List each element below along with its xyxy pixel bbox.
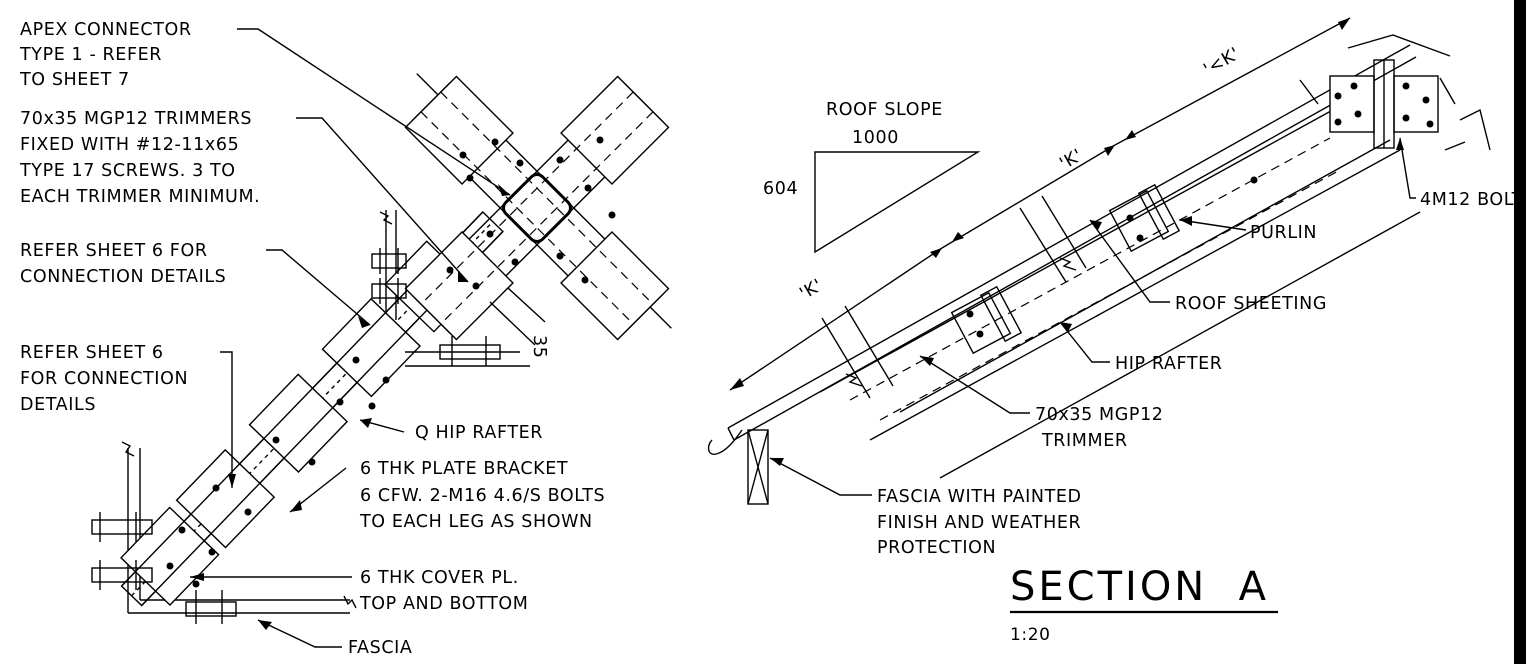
section-title-block: SECTION A 1:20	[1010, 564, 1278, 645]
svg-text:TO EACH LEG AS SHOWN: TO EACH LEG AS SHOWN	[359, 512, 593, 532]
bolts-label: 4M12 BOLTS	[1420, 190, 1526, 210]
fascia-finish-note: FASCIA WITH PAINTED FINISH AND WEATHER P…	[877, 487, 1082, 558]
purlin-label: PURLIN	[1250, 223, 1317, 243]
q-hip-rafter-label: Q HIP RAFTER	[415, 423, 543, 443]
side-bolt-groups	[91, 248, 530, 624]
svg-text:TYPE 17 SCREWS. 3 TO: TYPE 17 SCREWS. 3 TO	[19, 161, 236, 181]
svg-text:FINISH AND WEATHER: FINISH AND WEATHER	[877, 513, 1081, 533]
scale-label: 1:20	[1010, 625, 1051, 645]
break-marks	[821, 195, 1087, 399]
svg-text:REFER SHEET 6 FOR: REFER SHEET 6 FOR	[20, 241, 208, 261]
svg-text:TRIMMER: TRIMMER	[1041, 431, 1128, 451]
svg-text:FIXED WITH #12-11x65: FIXED WITH #12-11x65	[20, 135, 239, 155]
svg-text:70x35 MGP12 TRIMMERS: 70x35 MGP12 TRIMMERS	[20, 109, 252, 129]
roof-slope-run: 1000	[852, 128, 899, 148]
hip-rafter-label: HIP RAFTER	[1115, 354, 1223, 374]
apex-connector-note: APEX CONNECTOR TYPE 1 - REFER TO SHEET 7	[19, 20, 192, 90]
roof-sheeting-label: ROOF SHEETING	[1175, 294, 1327, 314]
trimmers-note: 70x35 MGP12 TRIMMERS FIXED WITH #12-11x6…	[19, 109, 260, 207]
svg-text:DETAILS: DETAILS	[20, 395, 96, 415]
svg-text:PROTECTION: PROTECTION	[877, 538, 996, 558]
section-title: SECTION A	[1010, 564, 1269, 610]
apex-plates	[1299, 34, 1491, 151]
purlin-blocks	[950, 176, 1258, 355]
svg-text:70x35 MGP12: 70x35 MGP12	[1035, 405, 1164, 425]
refer-sheet-6-note-b: REFER SHEET 6 FOR CONNECTION DETAILS	[20, 343, 188, 415]
roof-slope-title: ROOF SLOPE	[826, 100, 943, 120]
section-detail: '<K' 'K' 'K'	[707, 17, 1491, 505]
svg-text:REFER SHEET 6: REFER SHEET 6	[20, 343, 164, 363]
bolt-symbols	[166, 136, 616, 588]
hip-rafter-strip	[819, 94, 1421, 479]
svg-text:EACH TRIMMER MINIMUM.: EACH TRIMMER MINIMUM.	[20, 187, 260, 207]
fascia-gutter	[707, 429, 769, 505]
svg-text:TYPE 1 - REFER: TYPE 1 - REFER	[19, 45, 162, 65]
svg-text:6 CFW. 2-M16 4.6/S BOLTS: 6 CFW. 2-M16 4.6/S BOLTS	[360, 486, 605, 506]
svg-text:6 THK PLATE BRACKET: 6 THK PLATE BRACKET	[360, 459, 568, 479]
svg-text:FASCIA WITH PAINTED: FASCIA WITH PAINTED	[877, 487, 1082, 507]
leaders-right	[769, 137, 1416, 496]
refer-sheet-6-note-a: REFER SHEET 6 FOR CONNECTION DETAILS	[20, 241, 226, 287]
trimmer-note: 70x35 MGP12 TRIMMER	[1035, 405, 1164, 451]
svg-text:APEX CONNECTOR: APEX CONNECTOR	[20, 20, 192, 40]
apex-connector-cross	[404, 73, 672, 341]
sheet-border	[1514, 0, 1526, 664]
dim-35-marks: 35	[489, 287, 549, 358]
cover-plate-note: 6 THK COVER PL. TOP AND BOTTOM	[359, 568, 529, 614]
roof-slope-rise: 604	[763, 179, 798, 199]
svg-text:FOR CONNECTION: FOR CONNECTION	[20, 369, 188, 389]
plan-detail: 35	[91, 28, 672, 648]
fascia-label: FASCIA	[348, 638, 413, 658]
svg-text:TO SHEET 7: TO SHEET 7	[19, 70, 130, 90]
dim-35-label: 35	[529, 335, 549, 358]
roof-slope-indicator: ROOF SLOPE 1000 604	[763, 100, 981, 254]
plate-bracket-note: 6 THK PLATE BRACKET 6 CFW. 2-M16 4.6/S B…	[359, 459, 605, 532]
dim-k-middle: 'K'	[1057, 146, 1087, 175]
dim-k-upper: '<K'	[1201, 44, 1244, 80]
leaders-left	[190, 28, 511, 648]
svg-text:6 THK COVER PL.: 6 THK COVER PL.	[360, 568, 519, 588]
dim-k-lower: 'K'	[797, 276, 827, 305]
svg-text:CONNECTION DETAILS: CONNECTION DETAILS	[20, 267, 226, 287]
svg-text:TOP AND BOTTOM: TOP AND BOTTOM	[359, 594, 529, 614]
